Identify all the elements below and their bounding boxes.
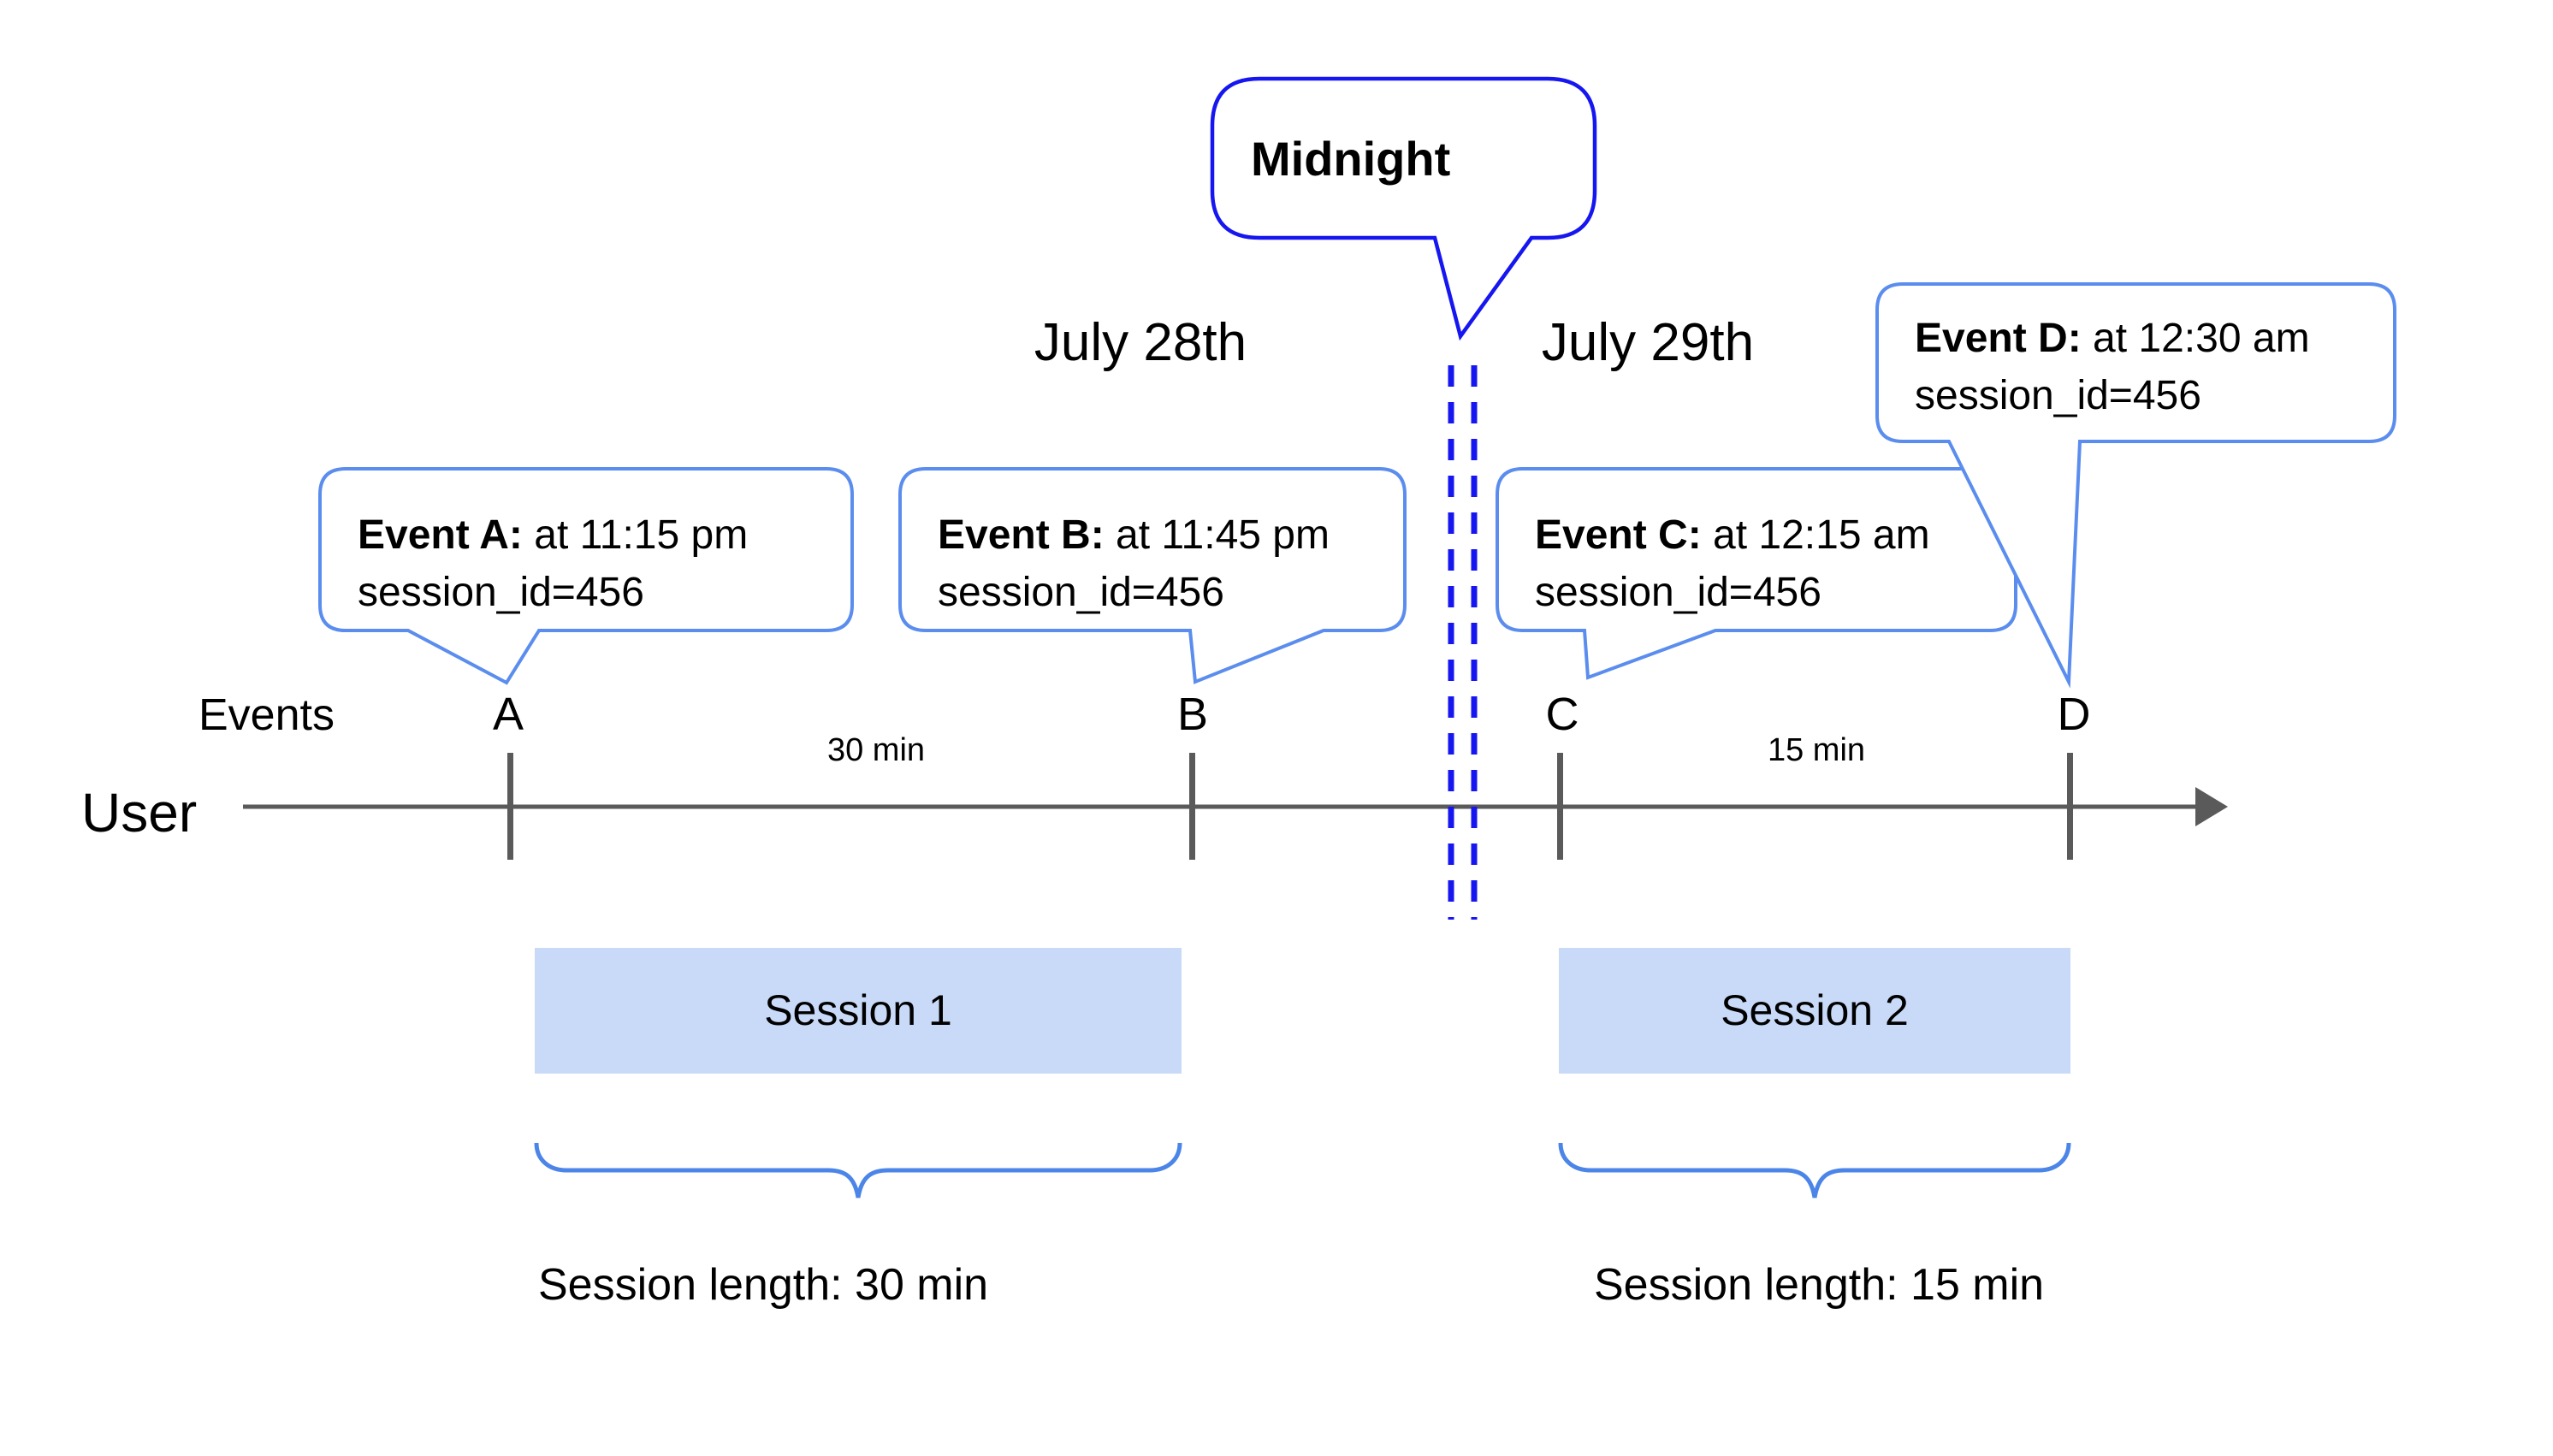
session-2-box <box>1559 948 2070 1074</box>
event-c-callout-line1: Event C: at 12:15 am <box>1535 512 1930 558</box>
midnight-callout-bubble <box>1210 76 1597 341</box>
event-c-callout-text: Event C: at 12:15 am session_id=456 <box>1535 506 1930 621</box>
event-d-callout-bubble <box>1875 282 2396 689</box>
interval-label-15min: 15 min <box>1767 732 1866 768</box>
event-b-callout-bubble <box>898 467 1407 684</box>
session-1-length-label: Session length: 30 min <box>538 1260 989 1310</box>
event-a-callout-line2: session_id=456 <box>358 570 644 615</box>
event-b-callout-text: Event B: at 11:45 pm session_id=456 <box>938 506 1330 621</box>
event-b-callout-line1: Event B: at 11:45 pm <box>938 512 1330 558</box>
date-label-july-29: July 29th <box>1541 313 1755 372</box>
midnight-callout-label: Midnight <box>1251 132 1451 186</box>
event-d-callout-line2: session_id=456 <box>1915 373 2201 418</box>
event-c-callout-line2: session_id=456 <box>1535 570 1821 615</box>
session-1-brace <box>534 1142 1182 1199</box>
event-d-callout-text: Event D: at 12:30 am session_id=456 <box>1915 310 2310 424</box>
timeline-arrowhead-icon <box>2195 787 2228 826</box>
user-axis-label: User <box>81 782 198 843</box>
event-label-d: D <box>2057 689 2091 740</box>
event-a-callout-text: Event A: at 11:15 pm session_id=456 <box>358 506 748 621</box>
date-label-july-28: July 28th <box>1034 313 1247 372</box>
events-axis-label: Events <box>198 690 335 740</box>
interval-label-30min: 30 min <box>826 732 926 768</box>
event-label-b: B <box>1176 689 1209 740</box>
session-2-label: Session 2 <box>1721 986 1909 1034</box>
event-b-callout-line2: session_id=456 <box>938 570 1224 615</box>
session-2-length-label: Session length: 15 min <box>1594 1260 2045 1310</box>
event-a-callout-bubble <box>318 467 854 685</box>
event-label-a: A <box>492 689 524 740</box>
event-label-c: C <box>1545 689 1579 740</box>
event-d-callout-line1: Event D: at 12:30 am <box>1915 316 2310 361</box>
event-a-callout-line1: Event A: at 11:15 pm <box>358 512 749 558</box>
session-2-brace <box>1558 1142 2071 1199</box>
session-1-box <box>535 948 1182 1074</box>
session-1-label: Session 1 <box>764 986 952 1034</box>
